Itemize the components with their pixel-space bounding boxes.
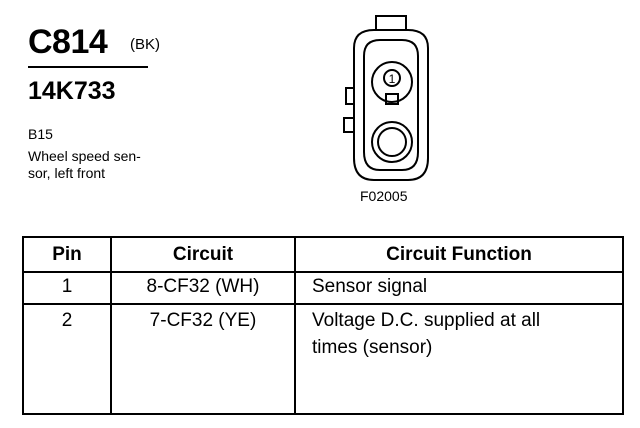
pin-cavity-1 [371,61,413,103]
pin-2-socket [377,127,407,157]
side-rib [345,87,354,105]
wire-color-code: (BK) [130,36,160,53]
pin-1-marker [383,69,401,87]
part-number: 14K733 [28,77,116,105]
table-header-row: Pin Circuit Circuit Function [22,236,624,273]
column-header-pin: Pin [22,236,112,273]
column-header-circuit: Circuit [110,236,296,273]
description-line: Wheel speed sen- [28,148,141,164]
pin-cavity-2 [371,121,413,163]
circuit-cell: 8-CF32 (WH) [110,271,296,305]
table-row: 1 8-CF32 (WH) Sensor signal [22,271,624,305]
connector-shell [353,29,429,181]
connector-face-diagram: 1 [343,15,429,181]
function-cell: Sensor signal [294,271,624,305]
connector-id: C814 [28,23,108,61]
pin-cell: 2 [22,303,112,415]
column-header-circuit-function: Circuit Function [294,236,624,273]
header-rule [28,66,148,68]
function-cell: Voltage D.C. supplied at all times (sens… [294,303,624,415]
figure-code: F02005 [360,188,408,204]
pin-cell: 1 [22,271,112,305]
pin-1-label: 1 [389,72,396,86]
pinout-table: Pin Circuit Circuit Function 1 8-CF32 (W… [22,236,624,415]
pin-1-key [385,93,399,105]
connector-inner-wall [363,39,419,171]
circuit-cell: 7-CF32 (YE) [110,303,296,415]
side-rib [343,117,354,133]
reference-code: B15 [28,126,53,142]
component-description: Wheel speed sen- sor, left front [28,148,178,182]
latch-tab [375,15,407,30]
description-line: sor, left front [28,165,106,181]
table-row: 2 7-CF32 (YE) Voltage D.C. supplied at a… [22,303,624,415]
